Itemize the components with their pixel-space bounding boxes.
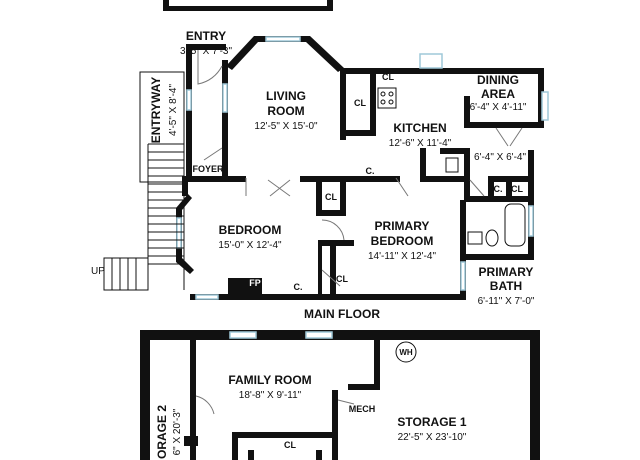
main-floor-doors <box>197 50 523 287</box>
fixtures <box>377 87 526 247</box>
bath-c-tag: C. <box>494 184 503 194</box>
dining-name-line2: AREA <box>481 87 515 101</box>
dining-name-line1: DINING <box>477 73 519 87</box>
primary-bedroom-dims: 14'-11" X 12'-4" <box>368 251 436 262</box>
lower-floor-doors <box>195 395 355 415</box>
main-floor-walls <box>176 36 544 300</box>
foyer-name: FOYER <box>192 164 224 174</box>
kitchen-c-tag: C. <box>366 166 375 176</box>
lower-floor-windows <box>229 331 333 339</box>
family-room-dims: 18'-8" X 9'-11" <box>239 390 302 401</box>
bedroom-name: BEDROOM <box>219 223 282 237</box>
bedroom-dims: 15'-0" X 12'-4" <box>218 240 282 251</box>
primary-bath-name-line2: BATH <box>490 279 522 293</box>
upper-floor-remnant <box>163 0 333 11</box>
storage2-name: ORAGE 2 <box>155 405 169 459</box>
water-heater-tag: WH <box>399 348 413 357</box>
dining-dims: 6'-4" X 4'-11" <box>470 102 527 113</box>
entryway-name: ENTRYWAY <box>149 77 163 143</box>
living-room-name-line2: ROOM <box>267 104 304 118</box>
lower-floor-walls <box>140 330 540 460</box>
entry-name: ENTRY <box>186 29 226 43</box>
fireplace-tag: FP <box>249 278 261 288</box>
entryway-stairs <box>103 71 185 291</box>
storage2-dims: 6" X 20'-3" <box>172 408 183 455</box>
lower-cl-tag: CL <box>284 440 296 450</box>
primary-bedroom-name-line2: BEDROOM <box>371 234 434 248</box>
mech-tag: MECH <box>349 404 376 414</box>
kitchen-cl-tag: CL <box>382 72 394 82</box>
primary-bath-name-line1: PRIMARY <box>479 265 534 279</box>
bath-cl-tag: CL <box>511 184 523 194</box>
main-floor-title: MAIN FLOOR <box>304 307 380 321</box>
family-room-name: FAMILY ROOM <box>228 373 311 387</box>
primary-bedroom-name-line1: PRIMARY <box>375 219 430 233</box>
bedroom-c-tag: C. <box>294 282 303 292</box>
water-heater-icon <box>395 341 417 363</box>
up-tag: UP <box>91 266 105 277</box>
storage1-dims: 22'-5" X 23'-10" <box>398 432 467 443</box>
entry-dims: 3'-5" X 7'-3" <box>180 46 233 57</box>
main-floor-labels: ENTRY 3'-5" X 7'-3" ENTRYWAY 4'-5" X 8'-… <box>91 29 535 321</box>
kitchen-name: KITCHEN <box>393 121 446 135</box>
living-room-dims: 12'-5" X 15'-0" <box>254 121 318 132</box>
living-cl-tag: CL <box>354 98 366 108</box>
primary-bath-dims: 6'-11" X 7'-0" <box>478 296 535 307</box>
closet-dims: 6'-4" X 6'-4" <box>474 152 527 163</box>
lower-floor-labels: FAMILY ROOM 18'-8" X 9'-11" STORAGE 1 22… <box>155 348 467 459</box>
main-floor-windows <box>176 36 549 300</box>
storage1-name: STORAGE 1 <box>397 415 466 429</box>
kitchen-dims: 12'-6" X 11'-4" <box>389 138 452 149</box>
hall-cl-tag: CL <box>325 192 337 202</box>
bedroom-cl-tag: CL <box>336 274 348 284</box>
living-room-name-line1: LIVING <box>266 89 306 103</box>
entryway-dims: 4'-5" X 8'-4" <box>168 84 179 137</box>
